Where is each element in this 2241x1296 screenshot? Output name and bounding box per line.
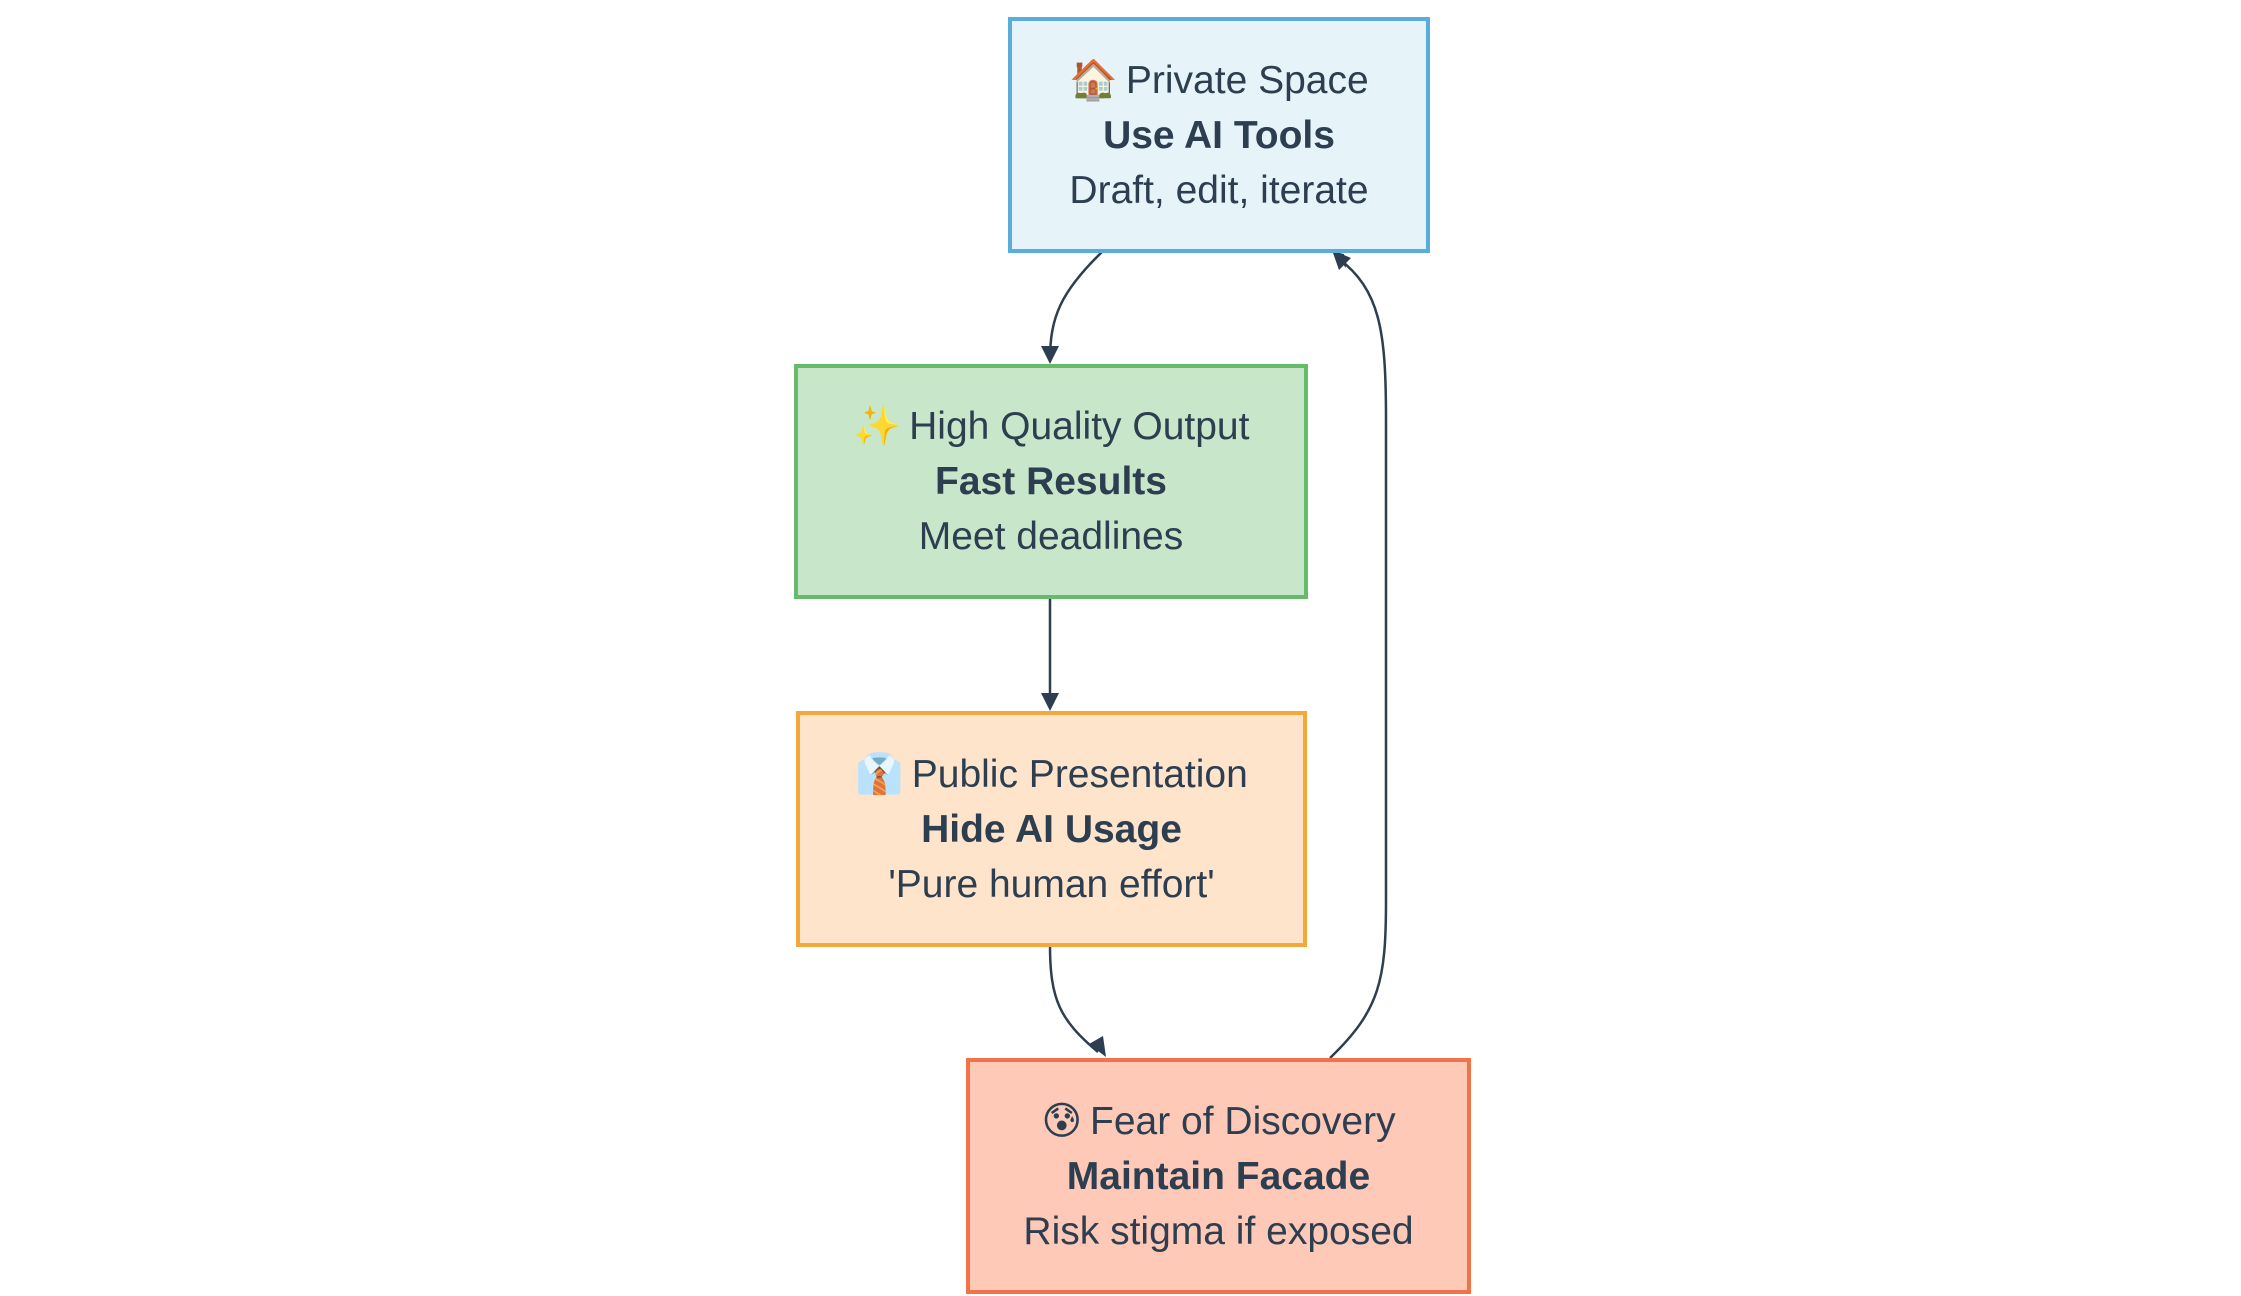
node-subtitle: Use AI Tools: [1103, 113, 1335, 157]
node-detail: Risk stigma if exposed: [1023, 1209, 1414, 1253]
node-private-space: 🏠Private Space Use AI Tools Draft, edit,…: [1008, 17, 1430, 253]
arrowhead-private-to-output: [1041, 346, 1059, 364]
node-fear-of-discovery: 😰Fear of Discovery Maintain Facade Risk …: [966, 1058, 1471, 1294]
node-title: 👔Public Presentation: [855, 752, 1248, 796]
node-subtitle: Fast Results: [935, 460, 1167, 503]
edge-presentation-to-fear: [1048, 944, 1099, 1053]
node-detail: 'Pure human effort': [888, 862, 1215, 906]
node-detail: Meet deadlines: [918, 515, 1184, 558]
house-icon: 🏠: [1069, 58, 1118, 102]
node-title: 😰Fear of Discovery: [1041, 1099, 1396, 1143]
node-subtitle: Maintain Facade: [1066, 1154, 1371, 1198]
arrowhead-presentation-to-fear: [1089, 1036, 1106, 1057]
edge-private-to-output: [1048, 249, 1105, 361]
anxious-face-icon: 😰: [1041, 1099, 1083, 1143]
edge-fear-to-private: [1329, 257, 1388, 1059]
node-high-quality-output: ✨High Quality Output Fast Results Meet d…: [794, 364, 1308, 599]
node-title: ✨High Quality Output: [852, 405, 1250, 448]
arrowhead-output-to-presentation: [1041, 693, 1059, 711]
node-public-presentation: 👔Public Presentation Hide AI Usage 'Pure…: [796, 711, 1307, 947]
node-title: 🏠Private Space: [1069, 58, 1369, 102]
arrowhead-fear-to-private-tip: [1332, 250, 1351, 270]
necktie-icon: 👔: [855, 752, 904, 796]
node-subtitle: Hide AI Usage: [921, 807, 1182, 851]
sparkles-icon: ✨: [852, 405, 902, 448]
node-detail: Draft, edit, iterate: [1069, 168, 1369, 212]
